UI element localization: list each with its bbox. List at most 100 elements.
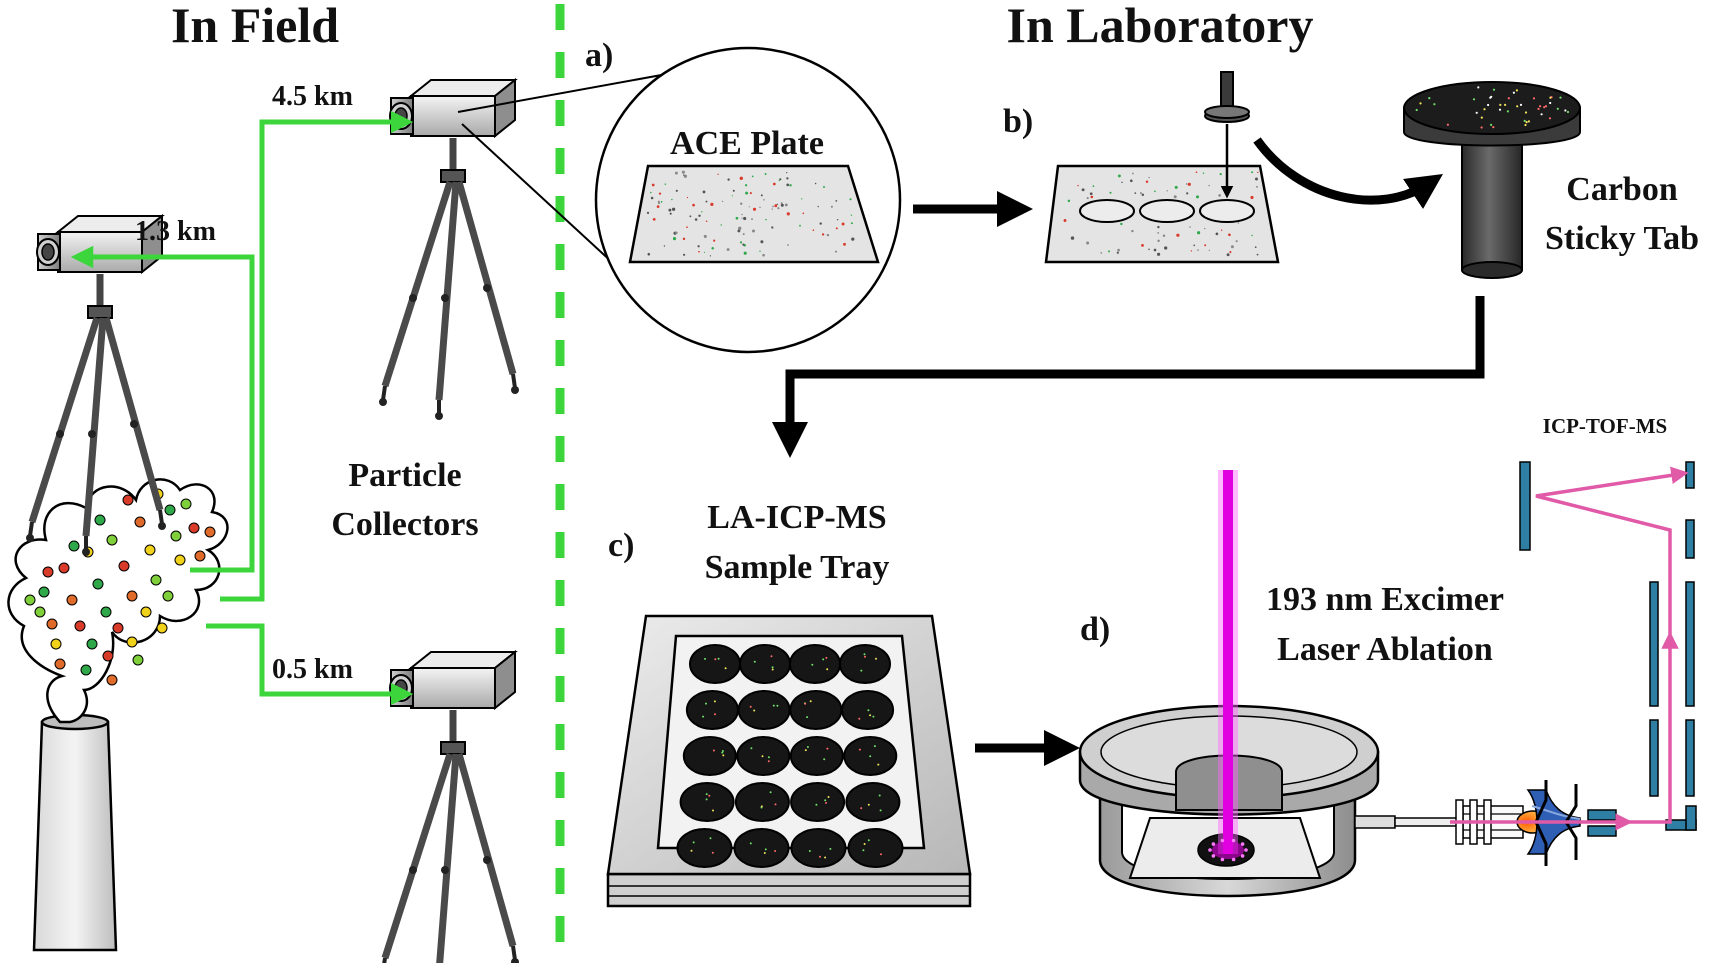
ace-particle xyxy=(850,214,853,216)
ace-particle xyxy=(836,219,839,221)
sample-well xyxy=(790,828,847,868)
sample-well xyxy=(839,644,891,684)
stub-particle xyxy=(1492,126,1495,129)
plate-particle xyxy=(1117,248,1120,252)
ace-particle xyxy=(646,211,650,214)
stub-particle xyxy=(1515,89,1518,92)
ace-particle xyxy=(786,183,790,187)
well-particle xyxy=(772,704,775,707)
plate-particle xyxy=(1174,185,1178,189)
plate-particle xyxy=(1202,172,1205,174)
tray-label-line2: Sample Tray xyxy=(705,549,890,586)
plume-particle xyxy=(102,650,114,662)
ace-particle xyxy=(669,212,672,215)
well-particle xyxy=(753,660,756,663)
plate-particle xyxy=(1237,222,1240,224)
plume-particle xyxy=(194,550,206,562)
ace-particle xyxy=(739,176,743,180)
ace-particle xyxy=(752,229,755,233)
plume-particle xyxy=(106,674,118,686)
well-particle xyxy=(692,841,695,844)
well-particle xyxy=(822,658,825,661)
well-particle xyxy=(863,843,866,845)
well-particle xyxy=(869,714,872,717)
plume-particle xyxy=(86,638,98,650)
stub-particle xyxy=(1480,126,1483,129)
ace-particle xyxy=(745,191,749,195)
ace-particle xyxy=(710,202,714,206)
plate-particle xyxy=(1141,193,1145,197)
ace-particle xyxy=(819,222,822,225)
ace-particle xyxy=(686,226,688,229)
well-particle xyxy=(858,717,861,720)
distance-0-5km: 0.5 km xyxy=(272,654,353,685)
plume-particle xyxy=(164,504,176,516)
well-particle xyxy=(864,655,866,658)
ace-particle xyxy=(740,202,743,205)
stub-particle xyxy=(1564,109,1567,112)
ace-particle xyxy=(741,213,743,216)
ace-particle xyxy=(786,212,790,216)
plume-particle xyxy=(180,498,192,510)
ace-particle xyxy=(851,237,855,241)
well-particle xyxy=(705,798,708,801)
plate-particle xyxy=(1086,197,1089,200)
plate-particle xyxy=(1186,192,1189,195)
well-particle xyxy=(873,745,876,748)
stub-particle xyxy=(1475,111,1478,114)
well-particle xyxy=(878,794,881,797)
plume-particle xyxy=(106,534,118,546)
ace-particle xyxy=(732,189,735,192)
sample-well xyxy=(676,828,733,868)
well-particle xyxy=(702,715,705,718)
sample-well xyxy=(845,782,901,822)
well-particle xyxy=(761,755,764,758)
stub-particle xyxy=(1499,103,1502,106)
sample-well xyxy=(789,690,843,730)
ace-particle xyxy=(764,173,767,175)
well-particle xyxy=(858,748,861,751)
ace-particle xyxy=(823,186,825,188)
ace-particle xyxy=(780,203,784,207)
plate-particle xyxy=(1208,249,1210,251)
ace-particle xyxy=(705,220,708,222)
plate-particle xyxy=(1100,252,1103,254)
well-particle xyxy=(776,704,779,707)
ace-particle xyxy=(675,189,678,192)
plume-particle xyxy=(134,516,146,528)
stub-particle xyxy=(1480,116,1483,119)
well-particle xyxy=(829,847,832,850)
distance-1-3km: 1.3 km xyxy=(135,216,216,247)
plate-particle xyxy=(1117,174,1121,178)
ace-particle xyxy=(843,242,846,246)
stub-particle xyxy=(1506,110,1509,113)
ace-particle xyxy=(801,198,803,200)
plate-particle xyxy=(1063,219,1067,222)
well-particle xyxy=(806,746,809,748)
ace-particle xyxy=(731,195,733,197)
ace-particle xyxy=(668,208,672,212)
stub-particle xyxy=(1512,91,1515,94)
ace-particle xyxy=(681,170,685,174)
stub-particle xyxy=(1559,96,1562,99)
particle-collectors-label-line1: Particle xyxy=(348,457,461,494)
plate-particle xyxy=(1235,240,1238,243)
well-particle xyxy=(824,856,827,859)
well-particle xyxy=(767,756,770,759)
stub-particle xyxy=(1524,123,1527,127)
ace-particle xyxy=(830,205,833,208)
well-particle xyxy=(763,852,766,854)
well-particle xyxy=(825,801,827,804)
carbon-tab-label-line2: Sticky Tab xyxy=(1545,220,1699,257)
ace-particle xyxy=(738,226,742,230)
ace-particle xyxy=(683,174,688,178)
well-particle xyxy=(764,848,767,851)
well-particle xyxy=(690,849,693,852)
ace-particle xyxy=(765,218,767,221)
plume-particle xyxy=(66,594,78,606)
ablation-fragment xyxy=(1220,857,1225,862)
plate-particle xyxy=(1116,251,1119,254)
plate-particle xyxy=(1195,171,1198,174)
plate-particle xyxy=(1109,191,1112,194)
stub-particle xyxy=(1487,103,1490,107)
